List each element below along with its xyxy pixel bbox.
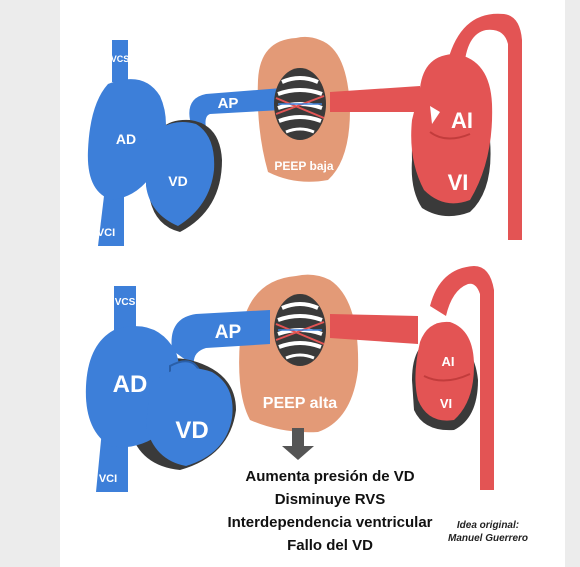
label-vci-bottom: VCI [99, 473, 117, 485]
arrow-down-icon [282, 428, 314, 460]
alveoli-top [274, 68, 326, 140]
label-vci-top: VCI [97, 227, 115, 239]
credit-line-2: Manuel Guerrero [428, 532, 548, 545]
alveoli-bottom [274, 294, 326, 366]
label-vcs-top: VCS [111, 54, 130, 64]
label-peep-low: PEEP baja [274, 159, 333, 173]
label-ad-bottom: AD [113, 371, 148, 398]
credit-line-1: Idea original: [428, 519, 548, 532]
consequence-2: Disminuye RVS [180, 489, 480, 510]
label-vd-top: VD [168, 173, 187, 189]
label-peep-high: PEEP alta [263, 395, 338, 412]
label-ap-bottom: AP [215, 322, 242, 343]
label-ad-top: AD [116, 131, 136, 147]
consequence-1: Aumenta presión de VD [180, 466, 480, 487]
label-vd-bottom: VD [175, 417, 208, 444]
label-ap-top: AP [218, 95, 239, 112]
label-ai-top: AI [451, 108, 473, 133]
label-vi-bottom: VI [440, 396, 452, 411]
diagram-low-peep: VCS VCI AD VD AP AI VI PEEP baja [88, 14, 522, 246]
label-vcs-bottom: VCS [115, 297, 136, 308]
label-vi-top: VI [448, 170, 469, 195]
credit: Idea original: Manuel Guerrero [428, 519, 548, 545]
label-ai-bottom: AI [442, 354, 455, 369]
diagram-high-peep: VCS VCI AD VD AP AI VI PEEP alta [86, 266, 494, 492]
